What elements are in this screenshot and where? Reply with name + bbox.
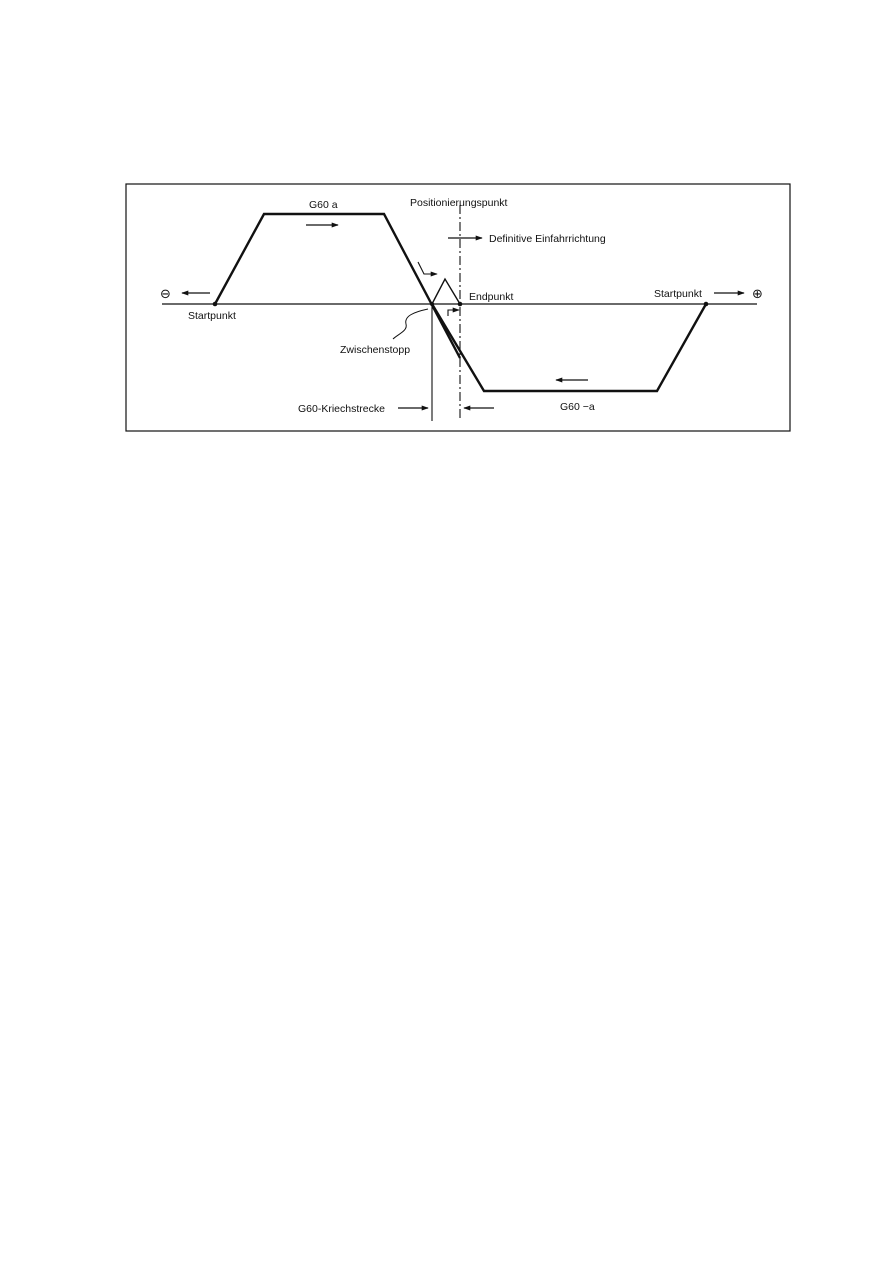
- minus-circle-icon: ⊖: [160, 287, 171, 302]
- zwischenstopp-dot: [430, 302, 434, 306]
- label-startpunkt-left: Startpunkt: [188, 310, 236, 322]
- label-endpunkt: Endpunkt: [469, 291, 513, 303]
- diagram-frame: [125, 183, 791, 432]
- label-positionierungspunkt: Positionierungspunkt: [410, 197, 508, 209]
- label-g60-minus-a: G60 −a: [560, 401, 595, 413]
- hook-arrow-icon: [447, 307, 460, 316]
- return-peak: [431, 277, 461, 305]
- startpunkt-right-dot: [703, 301, 709, 307]
- path-g60-minus-a: [430, 303, 708, 393]
- path-g60-a: [213, 212, 462, 359]
- label-kriechstrecke: G60-Kriechstrecke: [298, 403, 385, 415]
- label-zwischenstopp: Zwischenstopp: [340, 344, 410, 356]
- label-startpunkt-right: Startpunkt: [654, 288, 702, 300]
- label-definitive-einfahrrichtung: Definitive Einfahrrichtung: [489, 233, 606, 245]
- hook-arrow-icon: [417, 261, 438, 277]
- plus-circle-icon: ⊕: [752, 287, 763, 302]
- label-g60-a: G60 a: [309, 199, 338, 211]
- zwischenstopp-leader: [392, 308, 429, 340]
- startpunkt-left-dot: [212, 301, 218, 307]
- endpunkt-dot: [457, 301, 463, 307]
